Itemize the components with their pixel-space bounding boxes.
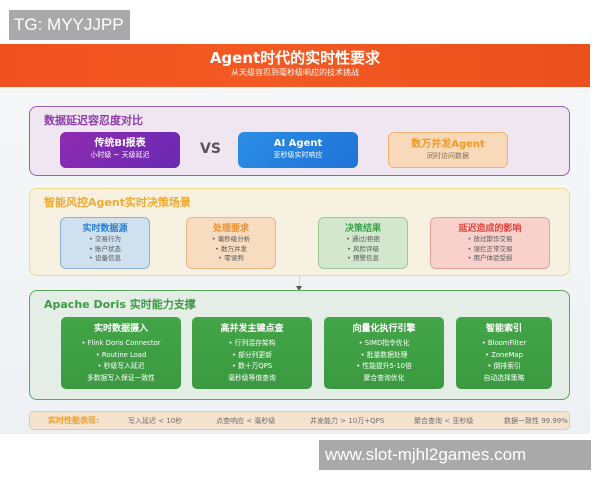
- box-desc: 小时级 ~ 天级延迟: [90, 151, 150, 159]
- list-item: • 误拦正常交易: [467, 244, 513, 253]
- list-item: • 批量数据处理: [360, 350, 408, 359]
- traditional-bi-box: 传统BI报表 小时级 ~ 天级延迟: [60, 132, 180, 168]
- list-item: • 毫秒级分析: [211, 235, 251, 243]
- list-item: • 放过欺诈交易: [467, 235, 513, 243]
- metric-write-latency: 写入延迟 < 10秒: [128, 416, 183, 425]
- ai-agent-box: AI Agent 亚秒级实时响应: [238, 132, 358, 168]
- diagram-subtitle: 从天级容忍到毫秒级响应的技术挑战: [231, 68, 359, 77]
- box-desc: 亚秒级实时响应: [273, 151, 323, 159]
- vs-label: VS: [200, 141, 221, 157]
- list-item: • ZoneMap: [485, 350, 523, 359]
- metric-aggregation: 聚合查询 < 亚秒级: [414, 416, 474, 425]
- list-item: • SIMD指令优化: [358, 339, 410, 347]
- box-title: AI Agent: [273, 138, 323, 149]
- list-item: • 风险评级: [347, 244, 379, 253]
- box-title: 延迟造成的影响: [458, 224, 522, 234]
- list-item: • BloomFilter: [481, 339, 527, 347]
- latency-impact-box: 延迟造成的影响 • 放过欺诈交易 • 误拦正常交易 • 用户体验受损: [430, 217, 550, 269]
- diagram-title: Agent时代的实时性要求: [209, 49, 381, 67]
- list-item: • 部分列更新: [231, 350, 273, 359]
- vectorized-engine-box: 向量化执行引擎 • SIMD指令优化 • 批量数据处理 • 性能提升5-10倍 …: [324, 317, 444, 389]
- arrow-down-icon: [296, 286, 302, 291]
- processing-requirements-box: 处理要求 • 毫秒级分析 • 数万并发 • 零误判: [186, 217, 276, 269]
- list-item: • 设备信息: [89, 254, 121, 262]
- box-title: 数万并发Agent: [411, 139, 485, 150]
- decision-result-box: 决策结果 • 通过/拒绝 • 风险评级 • 预警信息: [318, 217, 408, 269]
- list-item: • 数万并发: [215, 244, 247, 253]
- list-item: • 用户体验受损: [467, 254, 513, 262]
- list-item: • 零误判: [218, 254, 244, 262]
- metric-concurrency: 并发能力 > 10万+QPS: [310, 416, 385, 425]
- smart-index-box: 智能索引 • BloomFilter • ZoneMap • 倒排索引 自动选择…: [456, 317, 552, 389]
- list-item: • 账户状态: [89, 244, 121, 253]
- metric-consistency: 数据一致性 99.99%: [504, 416, 568, 425]
- list-item: • 通过/拒绝: [345, 235, 381, 243]
- header-banner: Agent时代的实时性要求 从天级容忍到毫秒级响应的技术挑战: [0, 44, 590, 87]
- section-title: Apache Doris 实时能力支撑: [44, 298, 196, 311]
- list-item: • Routine Load: [95, 350, 147, 359]
- box-title: 高并发主键点查: [220, 324, 284, 334]
- diagram-canvas: Agent时代的实时性要求 从天级容忍到毫秒级响应的技术挑战 数据延迟容忍度对比…: [0, 44, 590, 434]
- latency-tolerance-section: 数据延迟容忍度对比 传统BI报表 小时级 ~ 天级延迟 VS AI Agent …: [29, 106, 570, 176]
- box-title: 向量化执行引擎: [352, 324, 416, 334]
- doris-capabilities-section: Apache Doris 实时能力支撑 实时数据摄入 • Flink Doris…: [29, 290, 570, 400]
- list-item: • 交易行为: [89, 235, 121, 243]
- list-item: • 倒排索引: [487, 362, 521, 370]
- list-item: • 预警信息: [347, 254, 379, 262]
- box-title: 实时数据摄入: [93, 324, 148, 334]
- realtime-source-box: 实时数据源 • 交易行为 • 账户状态 • 设备信息: [60, 217, 150, 269]
- metric-point-query: 点查响应 < 毫秒级: [216, 416, 276, 425]
- concurrent-agent-box: 数万并发Agent 同时访问数据: [388, 132, 508, 168]
- box-title: 智能索引: [485, 324, 522, 334]
- box-title: 处理要求: [212, 224, 249, 234]
- list-item: 多数据写入保证一致性: [87, 373, 155, 382]
- section-title: 数据延迟容忍度对比: [44, 114, 143, 127]
- performance-label: 实时性能表现:: [48, 416, 100, 425]
- box-desc: 同时访问数据: [427, 152, 469, 160]
- realtime-ingestion-box: 实时数据摄入 • Flink Doris Connector • Routine…: [61, 317, 181, 389]
- point-query-box: 高并发主键点查 • 行列混存架构 • 部分列更新 • 数十万QPS 毫秒级等值查…: [192, 317, 312, 389]
- connector-line: [299, 276, 300, 288]
- tg-watermark-label: TG: MYYJJPP: [9, 10, 130, 40]
- box-title: 决策结果: [344, 224, 381, 234]
- list-item: • 行列混存架构: [228, 339, 276, 347]
- list-item: • 数十万QPS: [231, 362, 273, 370]
- list-item: 聚合查询优化: [363, 373, 405, 382]
- risk-control-scenario-section: 智能风控Agent实时决策场景 实时数据源 • 交易行为 • 账户状态 • 设备…: [29, 188, 570, 276]
- list-item: 自动选择策略: [483, 373, 525, 382]
- box-title: 传统BI报表: [94, 138, 146, 149]
- list-item: • 秒级写入延迟: [97, 362, 145, 370]
- list-item: • Flink Doris Connector: [81, 339, 161, 347]
- box-title: 实时数据源: [82, 224, 128, 234]
- site-watermark-label: www.slot-mjhl2games.com: [319, 440, 591, 470]
- section-title: 智能风控Agent实时决策场景: [44, 196, 191, 209]
- list-item: • 性能提升5-10倍: [356, 362, 412, 370]
- list-item: 毫秒级等值查询: [228, 373, 276, 382]
- performance-bar: 实时性能表现: 写入延迟 < 10秒 点查响应 < 毫秒级 并发能力 > 10万…: [29, 411, 570, 430]
